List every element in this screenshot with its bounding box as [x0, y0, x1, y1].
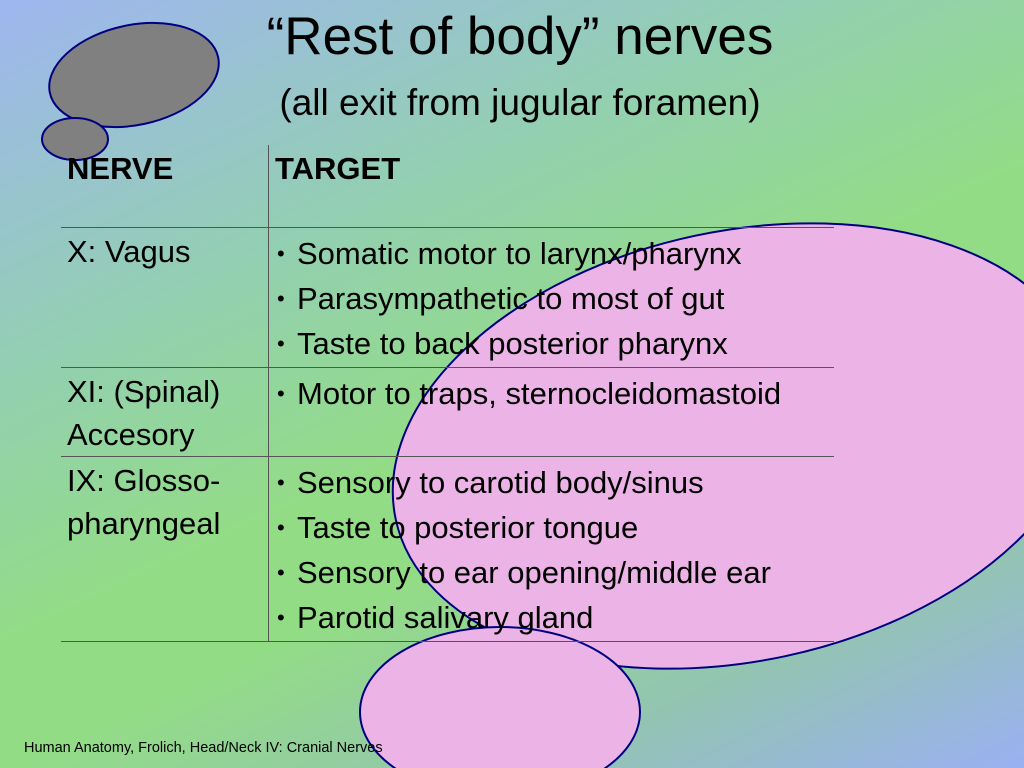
slide-title: “Rest of body” nerves — [266, 7, 774, 66]
nerve-name: X: Vagus — [61, 227, 269, 368]
target-text: Sensory to carotid body/sinus — [297, 465, 704, 500]
bullet-icon: • — [277, 560, 285, 585]
header-target: TARGET — [268, 145, 834, 228]
nerve-name: XI: (Spinal) Accesory — [61, 367, 269, 457]
bullet-icon: • — [277, 286, 285, 311]
target-text: Somatic motor to larynx/pharynx — [297, 236, 742, 271]
target-text: Taste to back posterior pharynx — [297, 326, 728, 361]
bullet-icon: • — [277, 470, 285, 495]
nerve-table: NERVE TARGET X: Vagus • Somatic motor to … — [61, 145, 834, 642]
slide-subtitle: (all exit from jugular foramen) — [279, 82, 761, 123]
target-cell: • Somatic motor to larynx/pharynx • Parasy… — [268, 227, 834, 368]
target-text: Parasympathetic to most of gut — [297, 281, 725, 316]
nerve-name: IX: Glosso-pharyngeal — [61, 456, 269, 642]
target-cell: • Motor to traps, sternocleidomastoid — [268, 367, 834, 457]
bullet-icon: • — [277, 381, 285, 406]
table-row: X: Vagus • Somatic motor to larynx/pharyn… — [61, 227, 834, 368]
header-nerve: NERVE — [61, 145, 269, 228]
list-item: • Sensory to ear opening/middle ear — [275, 551, 828, 594]
target-text: Taste to posterior tongue — [297, 510, 639, 545]
target-cell: • Sensory to carotid body/sinus • Taste to… — [268, 456, 834, 642]
list-item: • Motor to traps, sternocleidomastoid — [275, 372, 828, 415]
target-text: Motor to traps, sternocleidomastoid — [297, 376, 782, 411]
list-item: • Parasympathetic to most of gut — [275, 277, 828, 320]
table-header-row: NERVE TARGET — [61, 145, 834, 228]
bullet-icon: • — [277, 515, 285, 540]
gray-large-bubble — [48, 21, 220, 129]
target-text: Sensory to ear opening/middle ear — [297, 555, 771, 590]
table-row: IX: Glosso-pharyngeal • Sensory to caroti… — [61, 456, 834, 642]
bullet-icon: • — [277, 605, 285, 630]
target-text: Parotid salivary gland — [297, 600, 594, 635]
target-list: • Somatic motor to larynx/pharynx • Parasy… — [275, 232, 828, 365]
target-list: • Sensory to carotid body/sinus • Taste to… — [275, 461, 828, 639]
list-item: • Parotid salivary gland — [275, 596, 828, 639]
list-item: • Taste to posterior tongue — [275, 506, 828, 549]
bullet-icon: • — [277, 331, 285, 356]
target-list: • Motor to traps, sternocleidomastoid — [275, 372, 828, 415]
table-row: XI: (Spinal) Accesory • Motor to traps, s… — [61, 367, 834, 457]
list-item: • Taste to back posterior pharynx — [275, 322, 828, 365]
bullet-icon: • — [277, 241, 285, 266]
slide-footer: Human Anatomy, Frolich, Head/Neck IV: Cr… — [24, 740, 383, 756]
list-item: • Somatic motor to larynx/pharynx — [275, 232, 828, 275]
list-item: • Sensory to carotid body/sinus — [275, 461, 828, 504]
